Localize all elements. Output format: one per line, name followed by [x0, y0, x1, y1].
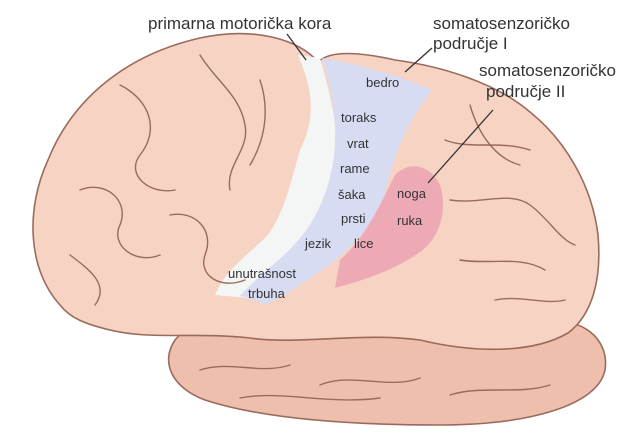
label-somato-1-line1: somatosenzoričko: [433, 14, 570, 33]
label-saka: šaka: [338, 187, 366, 202]
label-bedro: bedro: [366, 75, 399, 90]
label-unutrasnost: unutrašnost: [228, 266, 296, 281]
label-rame: rame: [340, 161, 370, 176]
label-trbuha: trbuha: [248, 286, 286, 301]
label-primary-motor: primarna motorička kora: [148, 14, 332, 33]
label-vrat: vrat: [347, 136, 369, 151]
label-jezik: jezik: [304, 236, 332, 251]
label-somato-2-line1: somatosenzoričko: [479, 61, 616, 80]
label-toraks: toraks: [341, 110, 377, 125]
label-ruka: ruka: [397, 213, 423, 228]
label-somato-1-line2: područje I: [433, 34, 508, 53]
label-noga: noga: [397, 186, 427, 201]
label-somato-2-line2: područje II: [486, 82, 565, 101]
label-prsti: prsti: [341, 211, 366, 226]
label-lice: lice: [354, 236, 374, 251]
